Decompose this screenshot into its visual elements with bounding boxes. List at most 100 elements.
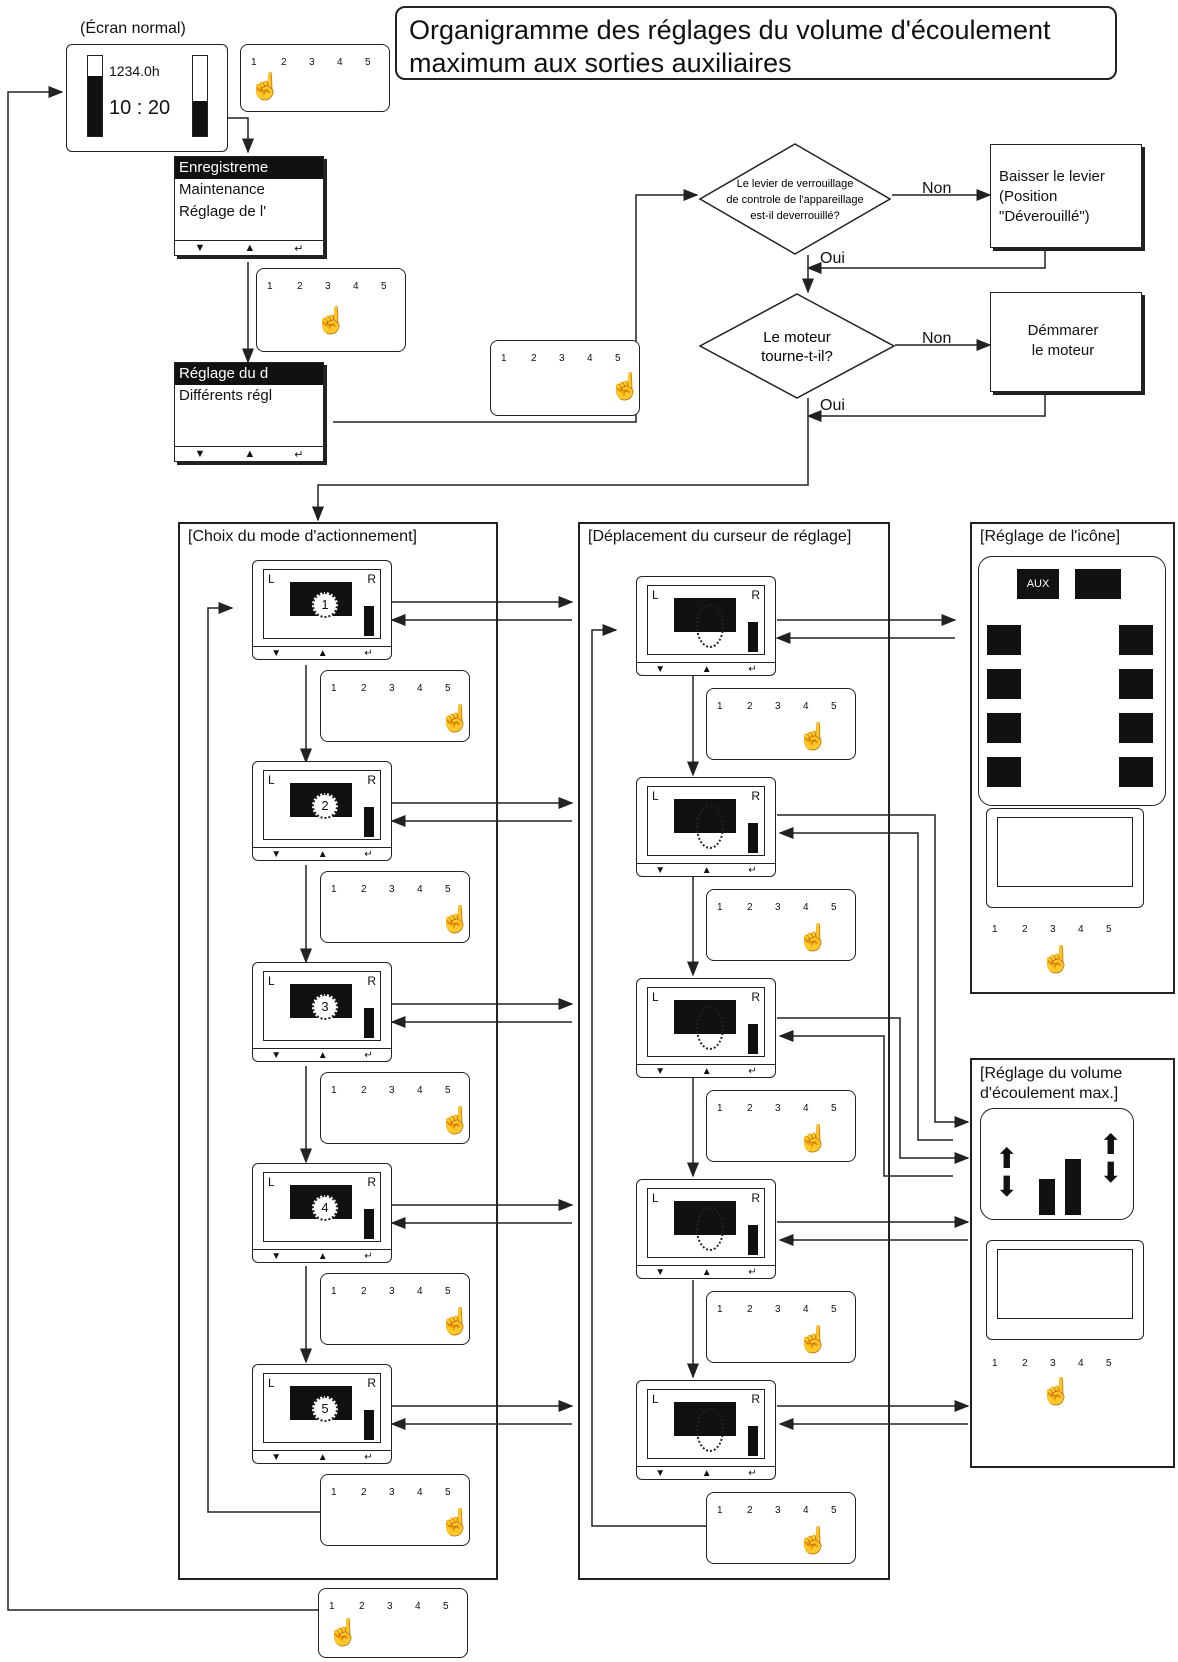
keypad[interactable]: 1 2 3 4 5 ☝ — [706, 688, 856, 760]
keypad-icon[interactable]: 1 2 3 4 5 ☝ — [982, 912, 1132, 982]
flow-bar — [364, 1008, 374, 1038]
attachment-icon[interactable] — [1119, 625, 1153, 655]
cursor-ring — [696, 604, 724, 648]
pointing-hand-icon: ☝ — [797, 721, 830, 751]
section-volume: [Réglage du volume d'écoulement max.] — [970, 1058, 1175, 1468]
svg-text:Le levier de verrouillage: Le levier de verrouillage — [737, 178, 854, 190]
keypad[interactable]: 1 2 3 4 5 ☝ — [320, 1072, 472, 1144]
menu-item[interactable]: Maintenance — [179, 181, 265, 198]
keypad[interactable]: 1 2 3 4 5 ☝ — [320, 871, 471, 943]
attachment-icon[interactable] — [1119, 713, 1153, 743]
pointing-hand-icon: ☝ — [439, 703, 472, 733]
keypad[interactable]: 1 2 3 4 5 ☝ — [320, 1474, 472, 1546]
keypad[interactable]: 1 2 3 4 5 ☝ — [706, 1090, 856, 1162]
keypad[interactable]: 1 2 3 4 5 ☝ — [320, 670, 472, 742]
no-label: Non — [922, 330, 952, 347]
decision-engine: Le moteur tourne-t-il? — [698, 293, 896, 399]
mode-number: 4 — [312, 1195, 338, 1221]
flow-bar — [364, 606, 374, 636]
cursor-ring — [696, 805, 724, 849]
decision-lever: Le levier de verrouillage de controle de… — [698, 143, 892, 255]
keypad[interactable]: 1 2 3 4 5 ☝ — [706, 1291, 856, 1363]
attachment-icon[interactable] — [987, 669, 1021, 699]
svg-text:Le moteur: Le moteur — [763, 329, 831, 346]
keypad-3[interactable]: 1 2 3 4 5 ☝ — [490, 340, 641, 416]
section-cursor: [Déplacement du curseur de réglage] — [578, 522, 890, 1580]
menu-item[interactable]: Réglage de l' — [179, 203, 267, 220]
pointing-hand-icon: ☝ — [797, 922, 830, 952]
pointing-hand-icon: ☝ — [797, 1525, 830, 1555]
icon-screen — [986, 808, 1144, 908]
attachment-icon[interactable] — [987, 713, 1021, 743]
attachment-icon[interactable] — [1119, 669, 1153, 699]
keypad-1[interactable]: 1 2 3 4 5 ☝ — [240, 44, 390, 112]
pointing-hand-icon: ☝ — [797, 1123, 830, 1153]
aux-icon[interactable]: AUX — [1017, 569, 1059, 599]
pointing-hand-icon: ☝ — [327, 1617, 360, 1647]
flow-bar — [1065, 1159, 1081, 1215]
fuel-gauge — [87, 55, 103, 137]
svg-text:est-il deverrouillé?: est-il deverrouillé? — [750, 210, 839, 222]
cursor-ring — [696, 1207, 724, 1251]
pointing-hand-icon: ☝ — [797, 1324, 830, 1354]
normal-screen-label: (Écran normal) — [80, 20, 186, 37]
clock: 10 : 20 — [109, 97, 171, 119]
volume-bars-panel: ⬆⬇ ⬆⬇ — [980, 1108, 1134, 1220]
menu-item[interactable]: Enregistreme — [175, 157, 323, 179]
keypad-volume[interactable]: 1 2 3 4 5 ☝ — [982, 1346, 1132, 1416]
temp-gauge — [192, 55, 208, 137]
pointing-hand-icon: ☝ — [439, 1105, 472, 1135]
normal-screen: 1234.0h 10 : 20 — [66, 44, 228, 152]
screen: L R ▼▲↵ — [636, 978, 776, 1078]
attachment-icon[interactable] — [987, 625, 1021, 655]
up-down-arrow-icon[interactable]: ⬆⬇ — [995, 1143, 1019, 1202]
softkey-bar: ▼▲↵ — [175, 446, 323, 461]
mode-number: 1 — [312, 592, 338, 618]
blank-icon[interactable] — [1075, 569, 1121, 599]
svg-text:de controle de l'appareillage: de controle de l'appareillage — [726, 194, 863, 206]
no-label: Non — [922, 180, 952, 197]
flow-bar — [364, 1410, 374, 1440]
section-mode: [Choix du mode d'actionnement] — [178, 522, 498, 1580]
softkey-bar: ▼▲↵ — [175, 240, 323, 255]
icon-grid-panel: AUX — [978, 556, 1166, 806]
screen: L R ▼▲↵ — [636, 576, 776, 676]
pointing-hand-icon: ☝ — [1040, 1376, 1073, 1406]
keypad[interactable]: 1 2 3 4 5 ☝ — [706, 889, 856, 961]
flow-bar — [748, 823, 758, 853]
pointing-hand-icon: ☝ — [439, 1306, 472, 1336]
menu-screen-1: Enregistreme Maintenance Réglage de l' ▼… — [174, 156, 324, 256]
flow-bar — [748, 1225, 758, 1255]
keypad[interactable]: 1 2 3 4 5 ☝ — [320, 1273, 472, 1345]
pointing-hand-icon: ☝ — [315, 305, 348, 335]
screen: L R ▼▲↵ — [636, 1380, 776, 1480]
menu-item[interactable]: Réglage du d — [175, 363, 323, 385]
yes-label: Oui — [820, 397, 845, 414]
attachment-icon[interactable] — [987, 757, 1021, 787]
cursor-ring — [696, 1408, 724, 1452]
screen: L R 4 ▼▲↵ — [252, 1163, 392, 1263]
mode-number: 5 — [312, 1396, 338, 1422]
pointing-hand-icon: ☝ — [1040, 944, 1073, 974]
hour-meter: 1234.0h — [109, 63, 160, 79]
menu-screen-2: Réglage du d Différents régl ▼▲↵ — [174, 362, 324, 462]
flow-bar — [748, 1426, 758, 1456]
screen: L R 1 ▼▲↵ — [252, 560, 392, 660]
flow-bar — [1039, 1179, 1055, 1215]
svg-text:tourne-t-il?: tourne-t-il? — [761, 348, 833, 365]
keypad-return[interactable]: 1 2 3 4 5 ☝ — [318, 1588, 468, 1658]
keypad-2[interactable]: 1 2 3 4 5 ☝ — [256, 268, 406, 352]
pointing-hand-icon: ☝ — [439, 1507, 472, 1537]
mode-number: 3 — [312, 994, 338, 1020]
screen: L R ▼▲↵ — [636, 777, 776, 877]
keypad[interactable]: 1 2 3 4 5 ☝ — [706, 1492, 856, 1564]
menu-item[interactable]: Différents régl — [179, 387, 273, 404]
flow-bar — [748, 622, 758, 652]
attachment-icon[interactable] — [1119, 757, 1153, 787]
screen: L R 2 ▼▲↵ — [252, 761, 392, 861]
up-down-arrow-icon[interactable]: ⬆⬇ — [1099, 1129, 1123, 1188]
yes-label: Oui — [820, 250, 845, 267]
screen: L R ▼▲↵ — [636, 1179, 776, 1279]
